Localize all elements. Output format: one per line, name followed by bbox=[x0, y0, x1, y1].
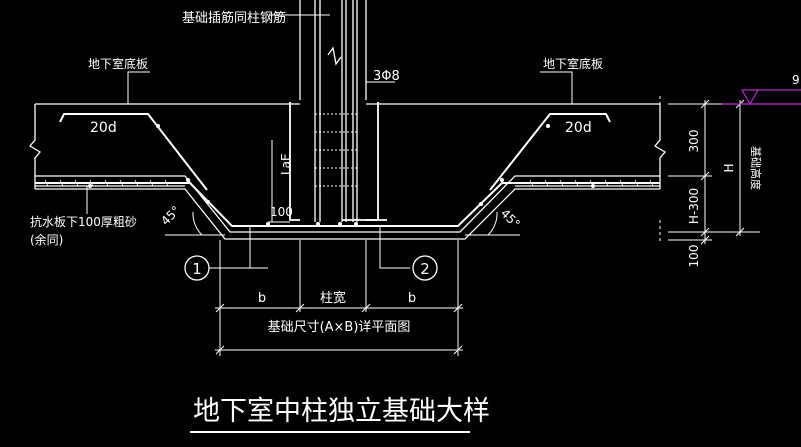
foundation-height-label: 基础高度 bbox=[749, 146, 763, 190]
anchorage-label: LaE bbox=[279, 153, 293, 175]
slab-right-label: 地下室底板 bbox=[543, 56, 603, 71]
stirrup-label: 3Φ8 bbox=[373, 69, 400, 84]
column bbox=[299, 0, 367, 222]
drawing-title: 地下室中柱独立基础大样 bbox=[193, 396, 490, 427]
angle-left-label: 45° bbox=[158, 203, 183, 228]
marker-2-label: 2 bbox=[420, 260, 430, 278]
hook-right-label: 20d bbox=[565, 120, 592, 136]
dim-b-right: b bbox=[408, 291, 416, 306]
dowel-bends bbox=[289, 102, 387, 221]
reinforcement-bars bbox=[35, 113, 660, 227]
waterproof-note-line1: 抗水板下100厚粗砂 bbox=[30, 214, 137, 229]
leaders bbox=[86, 14, 573, 269]
right-dimensions bbox=[668, 99, 760, 245]
dim-300: 300 bbox=[687, 130, 701, 153]
hook-left-label: 20d bbox=[90, 120, 117, 136]
partial-level-value: 9 bbox=[792, 73, 800, 87]
bend-length-label: 100 bbox=[270, 205, 293, 219]
dim-b-left: b bbox=[258, 291, 266, 306]
marker-1-label: 1 bbox=[192, 260, 202, 278]
foundation-outline bbox=[29, 103, 666, 240]
angle-arcs bbox=[165, 211, 520, 236]
slab-left-label: 地下室底板 bbox=[88, 56, 148, 71]
marker-1: 1 bbox=[184, 255, 250, 281]
column-stirrups bbox=[315, 113, 357, 187]
dim-h-minus-300: H-300 bbox=[687, 188, 701, 224]
dim-H: H bbox=[722, 163, 736, 172]
waterproof-note-line2: (余同) bbox=[30, 232, 63, 247]
dim-100: 100 bbox=[687, 245, 701, 268]
rebar-dots bbox=[88, 124, 595, 226]
marker-2: 2 bbox=[412, 255, 438, 281]
dim-foundation-size: 基础尺寸(A×B)详平面图 bbox=[268, 320, 411, 335]
column-dowel-label: 基础插筋同柱钢筋 bbox=[182, 10, 286, 26]
angle-right-label: 45° bbox=[498, 206, 523, 231]
bottom-dimensions bbox=[215, 240, 463, 356]
dim-column-width: 柱宽 bbox=[320, 290, 346, 306]
level-marker bbox=[722, 89, 801, 106]
